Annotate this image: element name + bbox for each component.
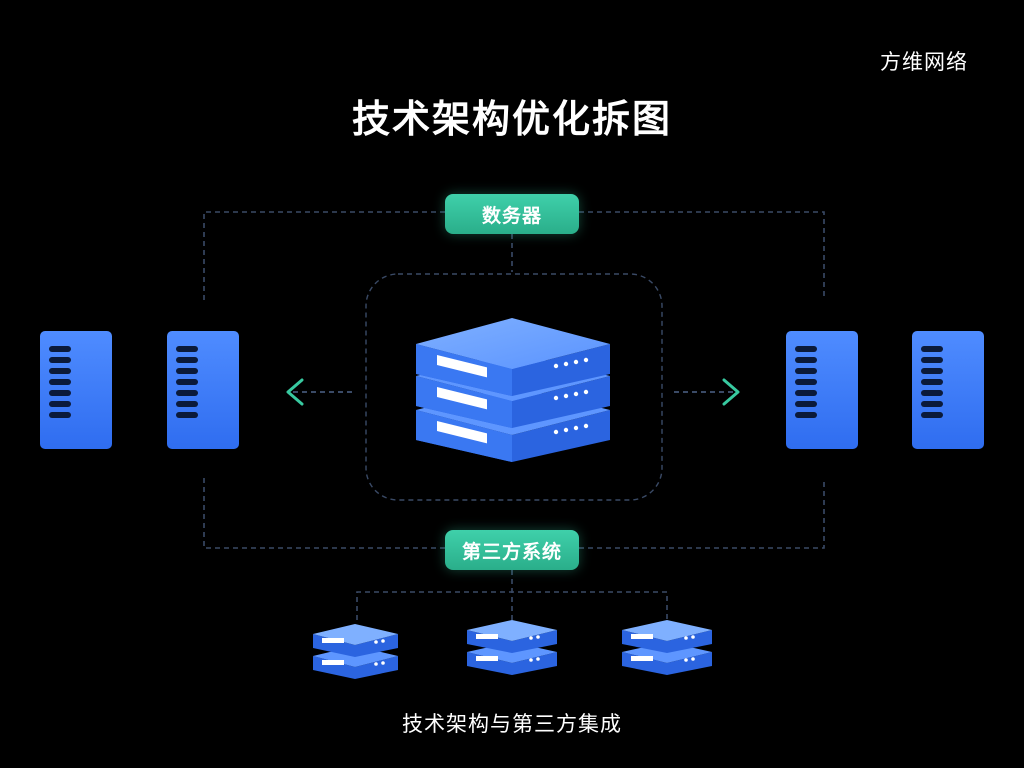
central-frame bbox=[365, 273, 663, 501]
top-connector bbox=[203, 211, 825, 300]
bottom-connector bbox=[203, 478, 825, 549]
arrow-right-icon bbox=[674, 378, 740, 406]
top-label-text: 数务器 bbox=[481, 204, 542, 227]
third-party-server-3 bbox=[622, 620, 712, 675]
third-party-branch bbox=[356, 591, 668, 620]
server-rack-icon bbox=[167, 331, 239, 449]
brand-label: 方维网络 bbox=[880, 50, 968, 74]
third-party-server-1 bbox=[313, 624, 398, 679]
bottom-label-pill: 第三方系统 bbox=[445, 530, 579, 570]
third-party-server-2 bbox=[467, 620, 557, 675]
page-title: 技术架构优化拆图 bbox=[351, 97, 672, 141]
bottom-label-text: 第三方系统 bbox=[461, 540, 562, 563]
arrow-left-icon bbox=[286, 378, 352, 406]
server-rack-icon bbox=[912, 331, 984, 449]
diagram-caption: 技术架构与第三方集成 bbox=[402, 712, 622, 736]
server-rack-icon bbox=[40, 331, 112, 449]
server-stack-icon bbox=[416, 318, 610, 462]
top-label-pill: 数务器 bbox=[445, 194, 579, 234]
server-rack-icon bbox=[786, 331, 858, 449]
